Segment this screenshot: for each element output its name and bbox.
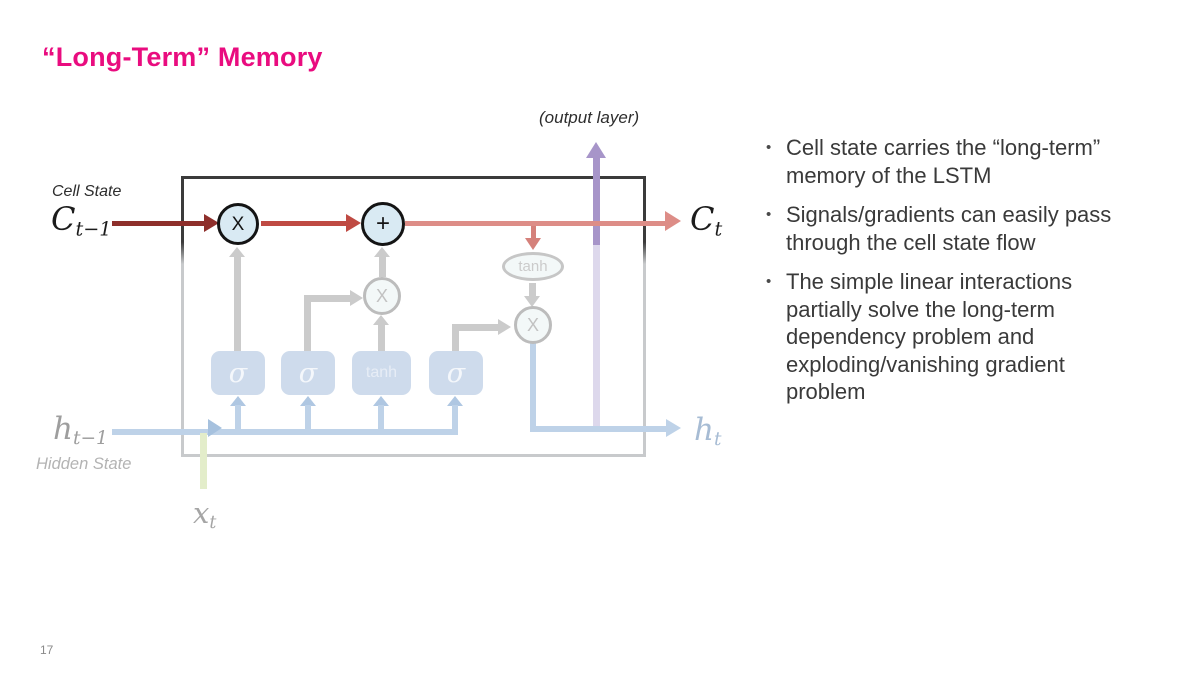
lstm-cell-border-bottom <box>181 454 646 457</box>
tanh-to-output-arrowhead-icon <box>524 296 540 307</box>
forget-multiply-label: X <box>231 213 245 235</box>
add-op: + <box>361 202 405 246</box>
cell-state-input-var: Ct−1 <box>51 200 112 241</box>
cell-state-line-out <box>405 221 667 226</box>
cell-state-line-in <box>112 221 206 226</box>
output-gate-arrowhead-icon <box>498 319 511 335</box>
page-number: 17 <box>40 643 54 657</box>
cell-state-arrowhead-mid-icon <box>346 214 361 232</box>
forget-gate-label: σ <box>228 357 248 389</box>
hidden-state-entry-arrowhead-icon <box>208 419 222 437</box>
output-gate-sigma: σ <box>429 351 483 395</box>
cell-state-output-var: Ct <box>690 200 723 241</box>
hidden-state-output-var: ht <box>694 412 722 451</box>
branch-candidate-arrowhead-icon <box>373 396 389 406</box>
bullet-item: • Signals/gradients can easily pass thro… <box>766 201 1141 256</box>
branch-input-arrowhead-icon <box>300 396 316 406</box>
input-multiply-op: X <box>363 277 401 315</box>
input-to-add-arrow <box>379 256 386 277</box>
bullet-marker-icon: • <box>766 273 772 290</box>
candidate-arrow <box>378 324 385 351</box>
output-layer-label: (output layer) <box>539 108 640 127</box>
hidden-state-label: Hidden State <box>36 455 132 473</box>
input-gate-arrowhead-icon <box>350 290 363 306</box>
tanh-node-label: tanh <box>518 258 548 275</box>
forget-gate-arrowhead-icon <box>229 247 245 257</box>
bullet-text: Signals/gradients can easily pass throug… <box>786 202 1112 255</box>
candidate-gate-tanh: tanh <box>352 351 411 395</box>
bullet-text: The simple linear interactions partially… <box>786 269 1073 404</box>
cell-state-arrowhead-in-icon <box>204 214 219 232</box>
lstm-cell-border-top <box>181 176 646 179</box>
add-op-label: + <box>375 210 390 237</box>
bullet-item: • Cell state carries the “long-term” mem… <box>766 134 1141 189</box>
output-layer-arrowhead-icon <box>586 142 606 158</box>
candidate-gate-label: tanh <box>365 364 398 381</box>
bullet-item: • The simple linear interactions partial… <box>766 268 1141 406</box>
bullet-marker-icon: • <box>766 206 772 223</box>
lstm-cell-border-left <box>181 176 184 457</box>
bullet-list: • Cell state carries the “long-term” mem… <box>766 134 1141 418</box>
candidate-arrowhead-icon <box>373 315 389 325</box>
forget-gate-arrow <box>234 256 241 351</box>
branch-output <box>452 405 458 429</box>
input-to-add-arrowhead-icon <box>374 247 390 257</box>
slide-title: “Long-Term” Memory <box>42 42 323 72</box>
input-gate-sigma: σ <box>281 351 335 395</box>
input-var: xt <box>193 496 217 533</box>
output-multiply-op: X <box>514 306 552 344</box>
input-multiply-label: X <box>375 286 388 306</box>
branch-forget <box>235 405 241 429</box>
input-gate-label: σ <box>298 357 318 389</box>
branch-candidate <box>378 405 384 429</box>
input-gate-elbow-horizontal <box>304 295 352 302</box>
output-multiply-label: X <box>526 315 539 335</box>
hidden-state-out-arrowhead-icon <box>666 419 681 437</box>
hidden-state-line <box>112 429 458 435</box>
cell-state-tanh-branch <box>531 226 536 239</box>
bullet-text: Cell state carries the “long-term” memor… <box>786 135 1101 188</box>
tanh-to-output-arrow <box>529 283 536 297</box>
forget-multiply-op: X <box>217 203 259 245</box>
lstm-cell-border-right <box>643 176 646 457</box>
branch-input <box>305 405 311 429</box>
tanh-activation-node: tanh <box>502 252 564 281</box>
cell-state-arrowhead-out-icon <box>665 211 681 231</box>
hidden-state-out-horizontal <box>530 426 668 432</box>
forget-gate-sigma: σ <box>211 351 265 395</box>
hidden-state-out-vertical <box>530 342 536 432</box>
branch-forget-arrowhead-icon <box>230 396 246 406</box>
bullet-marker-icon: • <box>766 139 772 156</box>
input-gate-elbow-vertical <box>304 295 311 351</box>
cell-state-tanh-branch-arrowhead-icon <box>525 238 541 250</box>
output-layer-arrow <box>593 158 600 245</box>
branch-output-arrowhead-icon <box>447 396 463 406</box>
hidden-state-input-var: ht−1 <box>53 411 108 450</box>
cell-state-label: Cell State <box>52 183 122 200</box>
output-layer-arrow-faded <box>593 245 600 431</box>
output-gate-label: σ <box>446 357 466 389</box>
output-gate-elbow-vertical <box>452 324 459 351</box>
output-gate-elbow-horizontal <box>452 324 500 331</box>
input-line <box>200 433 207 489</box>
cell-state-line-mid <box>261 221 348 226</box>
